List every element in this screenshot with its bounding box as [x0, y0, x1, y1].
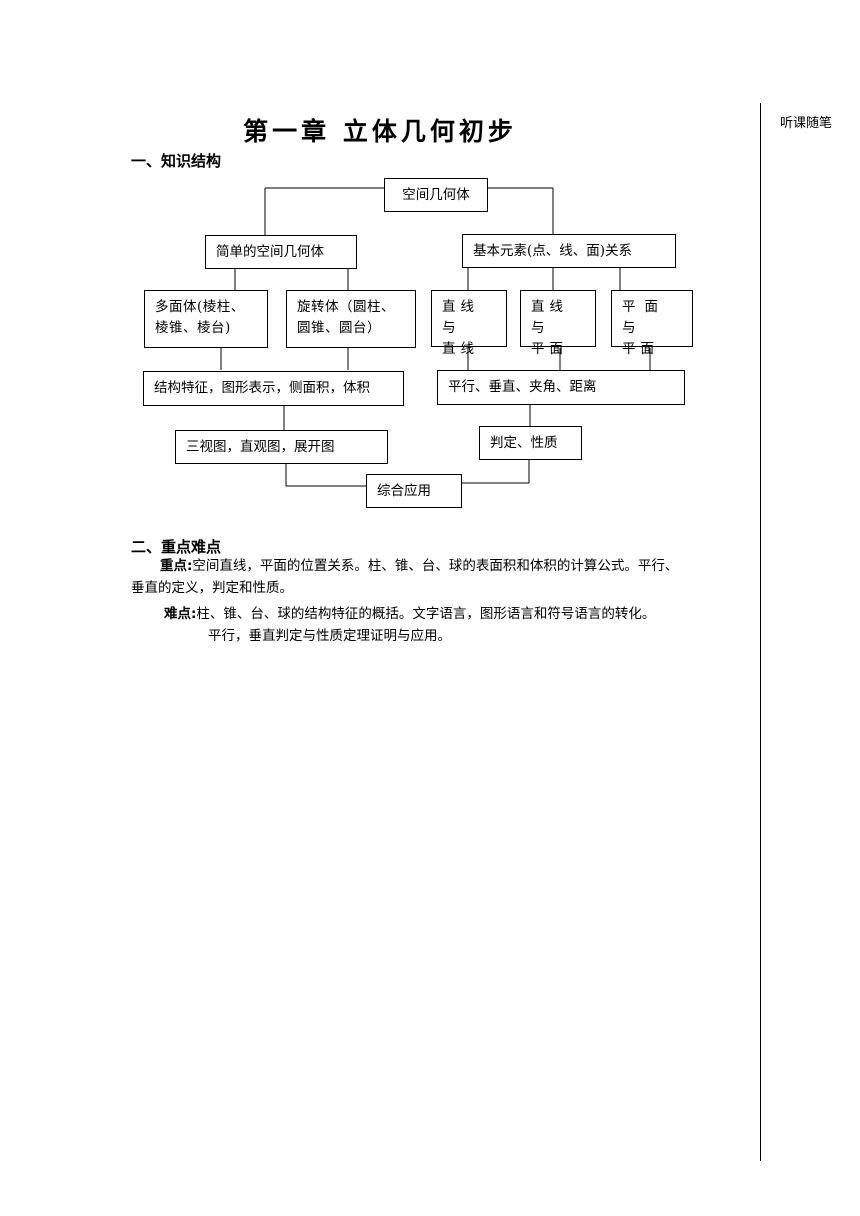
- node-label: 平面: [622, 341, 659, 357]
- key-points-label: 重点:: [160, 558, 193, 574]
- node-label: 直线与: [442, 299, 479, 336]
- node-polyhedra: 多面体(棱柱、 棱锥、棱台): [144, 290, 268, 348]
- difficulties-label: 难点:: [164, 606, 197, 622]
- node-line-line: 直线与 直线: [431, 290, 507, 357]
- node-label: 平面与: [622, 299, 667, 336]
- difficulties-paragraph: 难点:柱、锥、台、球的结构特征的概括。文字语言，图形语言和符号语言的转化。: [164, 603, 655, 625]
- node-label: 判定、性质: [490, 434, 558, 451]
- node-three-views: 三视图，直观图，展开图: [175, 430, 388, 464]
- node-label: 直线: [442, 341, 479, 357]
- node-label: 综合应用: [377, 482, 431, 499]
- node-spatial-solids: 空间几何体: [384, 178, 488, 212]
- node-label: 三视图，直观图，展开图: [186, 438, 335, 455]
- section-heading-key-points: 二、重点难点: [131, 538, 222, 556]
- difficulties-continuation: 平行，垂直判定与性质定理证明与应用。: [208, 628, 451, 644]
- node-label: 平行、垂直、夹角、距离: [448, 379, 597, 395]
- node-label: 多面体(棱柱、: [155, 299, 245, 315]
- key-points-paragraph: 重点:空间直线，平面的位置关系。柱、锥、台、球的表面积和体积的计算公式。平行、: [160, 555, 678, 577]
- node-label: 基本元素(点、线、面)关系: [473, 242, 633, 259]
- diagram-connectors: [220, 187, 651, 487]
- node-label: 空间几何体: [402, 186, 470, 203]
- node-application: 综合应用: [366, 474, 462, 508]
- key-points-text: 空间直线，平面的位置关系。柱、锥、台、球的表面积和体积的计算公式。平行、: [192, 558, 679, 574]
- node-parallel-perpendicular: 平行、垂直、夹角、距离: [437, 370, 685, 405]
- node-plane-plane: 平面与 平面: [611, 290, 693, 357]
- node-label: 棱锥、棱台): [155, 320, 231, 336]
- key-points-continuation: 垂直的定义，判定和性质。: [131, 580, 293, 596]
- margin-divider: [760, 103, 761, 1161]
- node-simple-solids: 简单的空间几何体: [205, 235, 357, 269]
- node-label: 直线与: [531, 299, 568, 336]
- page-title: 第一章 立体几何初步: [243, 117, 517, 146]
- margin-note-label: 听课随笔: [780, 116, 833, 131]
- node-solids-of-revolution: 旋转体（圆柱、 圆锥、圆台）: [286, 290, 416, 348]
- node-label: 旋转体（圆柱、: [297, 299, 395, 315]
- node-basic-relations: 基本元素(点、线、面)关系: [462, 234, 676, 268]
- node-label: 结构特征，图形表示，侧面积，体积: [154, 380, 370, 396]
- node-label: 平面: [531, 341, 568, 357]
- difficulties-text: 柱、锥、台、球的结构特征的概括。文字语言，图形语言和符号语言的转化。: [196, 606, 656, 622]
- node-line-plane: 直线与 平面: [520, 290, 596, 357]
- node-structure-features: 结构特征，图形表示，侧面积，体积: [143, 371, 404, 406]
- node-label: 圆锥、圆台）: [297, 320, 381, 336]
- node-label: 简单的空间几何体: [216, 243, 324, 260]
- node-judgement-properties: 判定、性质: [479, 426, 582, 460]
- section-heading-knowledge-structure: 一、知识结构: [131, 152, 222, 170]
